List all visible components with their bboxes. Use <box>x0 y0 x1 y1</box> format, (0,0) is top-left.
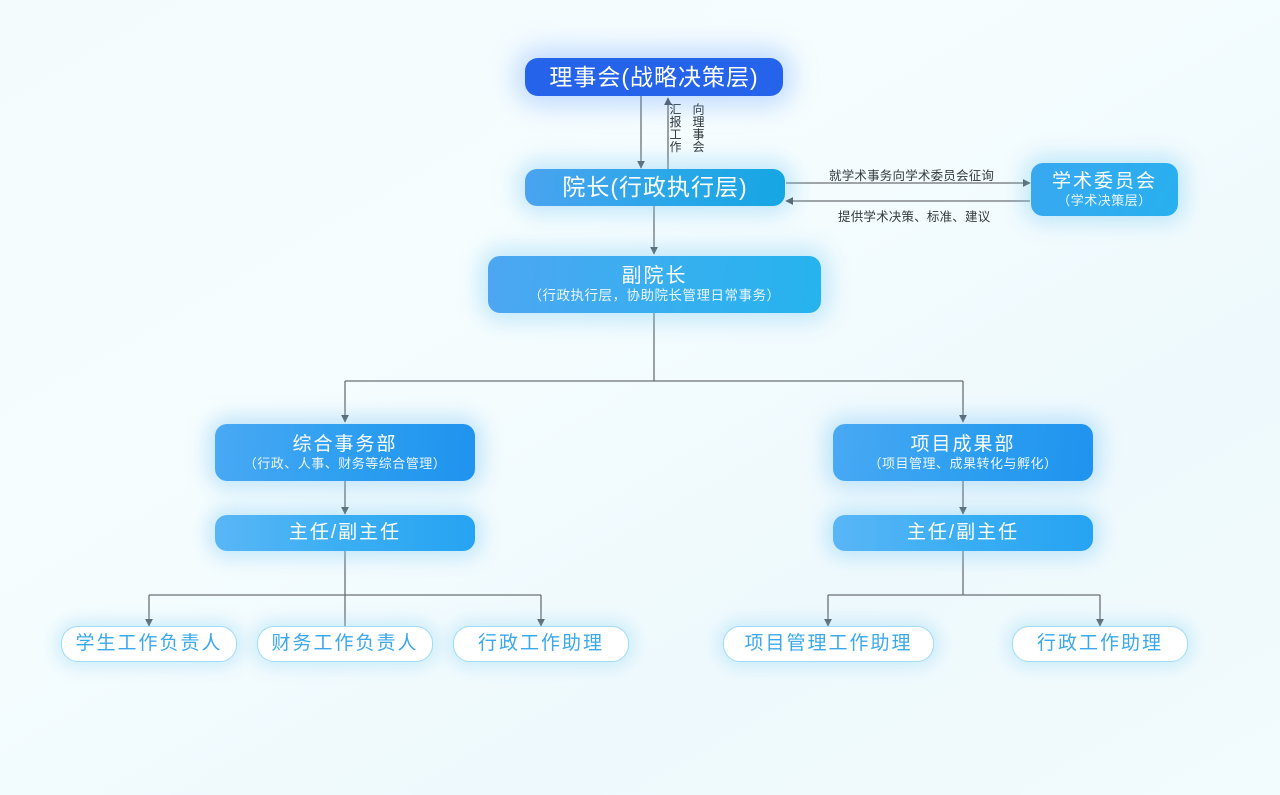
node-leaf-finance[interactable]: 财务工作负责人 <box>257 626 433 662</box>
node-dean-title: 院长(行政执行层) <box>562 174 748 201</box>
node-academic-committee-subtitle: （学术决策层） <box>1057 193 1152 209</box>
node-vice-dean[interactable]: 副院长 （行政执行层，协助院长管理日常事务） <box>488 256 821 313</box>
edge-label-provide-academic: 提供学术决策、标准、建议 <box>838 210 991 224</box>
node-director-project-results-title: 主任/副主任 <box>906 522 1020 544</box>
node-dept-project-results-subtitle: （项目管理、成果转化与孵化） <box>868 456 1058 472</box>
node-leaf-admin-assistant-right-title: 行政工作助理 <box>1036 633 1163 655</box>
node-director-project-results[interactable]: 主任/副主任 <box>833 515 1093 551</box>
node-leaf-project-management-assistant[interactable]: 项目管理工作助理 <box>723 626 934 662</box>
node-leaf-finance-title: 财务工作负责人 <box>271 633 419 655</box>
node-dept-general-affairs-subtitle: （行政、人事、财务等综合管理） <box>243 456 447 472</box>
edge-label-toward-board: 向理事会 <box>690 103 705 153</box>
node-dept-general-affairs[interactable]: 综合事务部 （行政、人事、财务等综合管理） <box>215 424 475 481</box>
node-dept-general-affairs-title: 综合事务部 <box>292 433 398 455</box>
node-leaf-admin-assistant-left-title: 行政工作助理 <box>477 633 604 655</box>
node-leaf-admin-assistant-left[interactable]: 行政工作助理 <box>453 626 629 662</box>
node-vice-dean-title: 副院长 <box>621 265 688 288</box>
node-director-general-affairs-title: 主任/副主任 <box>288 522 402 544</box>
node-leaf-admin-assistant-right[interactable]: 行政工作助理 <box>1012 626 1188 662</box>
node-director-general-affairs[interactable]: 主任/副主任 <box>215 515 475 551</box>
node-leaf-project-management-assistant-title: 项目管理工作助理 <box>744 633 913 655</box>
node-leaf-student-affairs[interactable]: 学生工作负责人 <box>61 626 237 662</box>
node-board[interactable]: 理事会(战略决策层) <box>525 58 783 96</box>
node-dean[interactable]: 院长(行政执行层) <box>525 169 785 206</box>
node-leaf-student-affairs-title: 学生工作负责人 <box>75 633 223 655</box>
node-dept-project-results-title: 项目成果部 <box>910 433 1016 455</box>
edge-label-report-to-board: 汇报工作 <box>667 103 682 153</box>
node-academic-committee[interactable]: 学术委员会 （学术决策层） <box>1031 163 1178 216</box>
node-vice-dean-subtitle: （行政执行层，协助院长管理日常事务） <box>528 288 781 304</box>
node-board-title: 理事会(战略决策层) <box>549 63 759 90</box>
node-academic-committee-title: 学术委员会 <box>1051 170 1157 192</box>
edge-label-consult-academic: 就学术事务向学术委员会征询 <box>829 169 995 183</box>
node-dept-project-results[interactable]: 项目成果部 （项目管理、成果转化与孵化） <box>833 424 1093 481</box>
